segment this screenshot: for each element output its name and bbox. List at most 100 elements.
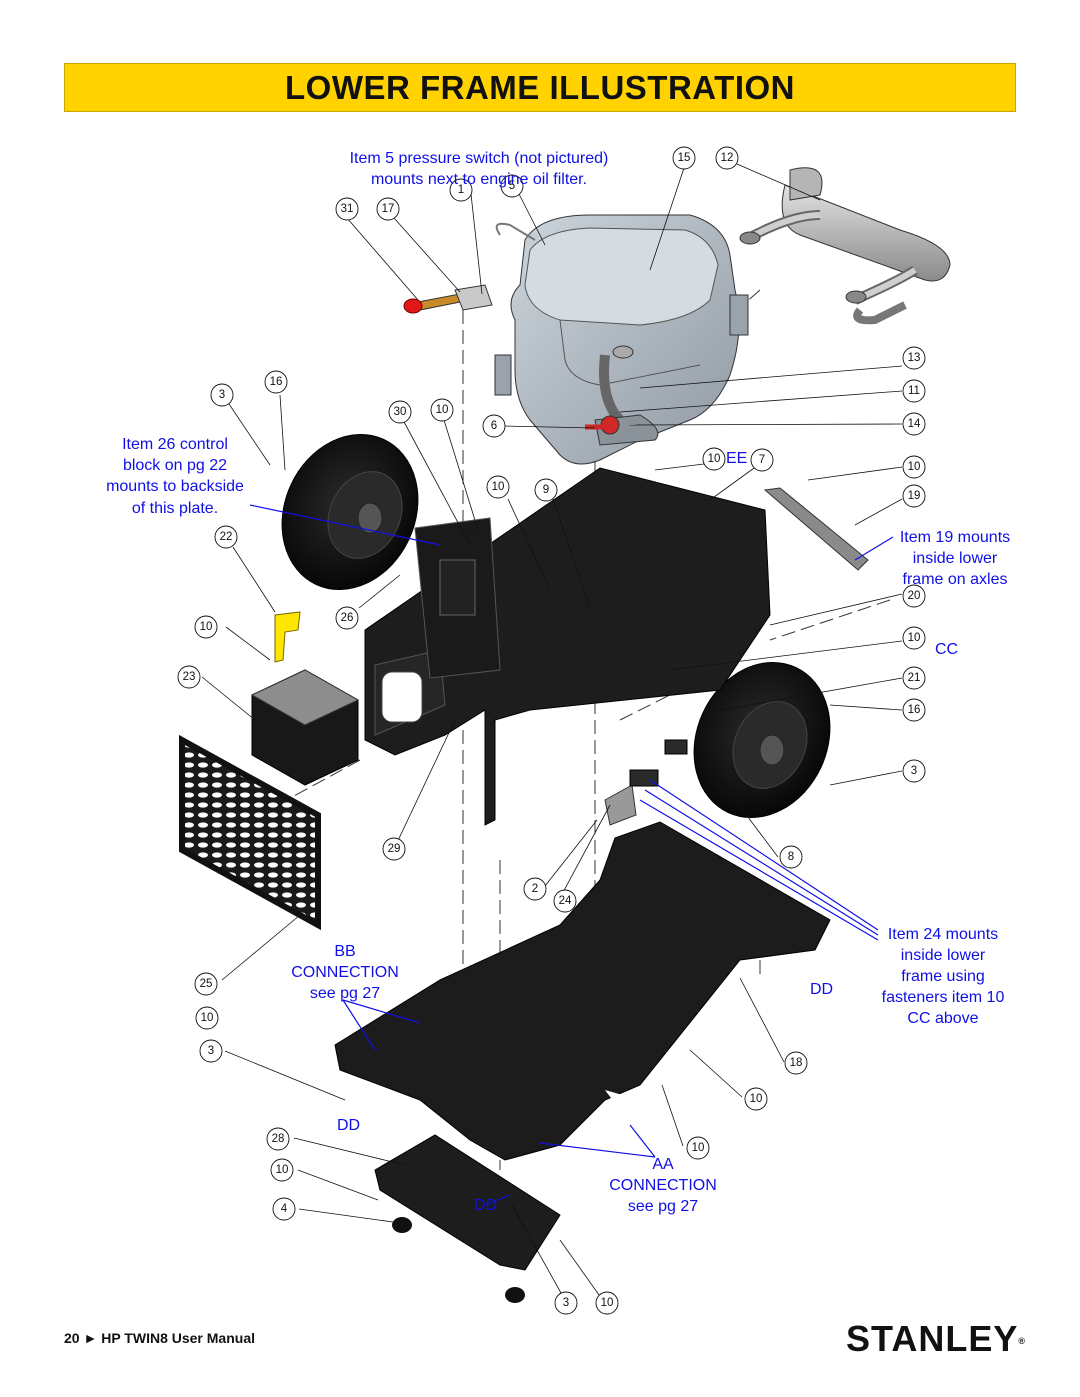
callout-label-c10a: 10 bbox=[436, 404, 449, 416]
mount-bracket bbox=[604, 739, 688, 826]
page-title: LOWER FRAME ILLUSTRATION bbox=[285, 68, 795, 106]
callout-label-c3b: 3 bbox=[911, 765, 917, 777]
callout-circle-c16a bbox=[264, 370, 288, 394]
aa-note-2: CONNECTION bbox=[609, 1177, 717, 1194]
right-wheel bbox=[693, 661, 831, 819]
callout-label-c10k: 10 bbox=[601, 1297, 614, 1309]
control-block-note-2: block on pg 22 bbox=[123, 457, 227, 474]
callout-circle-c10d bbox=[486, 475, 510, 499]
callout-circle-c7 bbox=[750, 448, 774, 472]
callout-circle-c26 bbox=[335, 606, 359, 630]
callout-label-c10j: 10 bbox=[276, 1164, 289, 1176]
callout-label-c8: 8 bbox=[788, 851, 794, 863]
aa-note-1: AA bbox=[652, 1156, 674, 1173]
callout-label-c4: 4 bbox=[281, 1203, 288, 1215]
callout-circle-c12 bbox=[715, 146, 739, 170]
callout-circle-c29 bbox=[382, 837, 406, 861]
callout-label-c25: 25 bbox=[200, 978, 213, 990]
callout-label-c26: 26 bbox=[341, 612, 354, 624]
rubber-feet bbox=[392, 1217, 525, 1303]
callout-circle-c10j bbox=[270, 1158, 294, 1182]
callout-label-c21: 21 bbox=[908, 672, 921, 684]
callout-label-c10b: 10 bbox=[708, 453, 721, 465]
callout-circle-c3d bbox=[554, 1291, 578, 1315]
item19-note-3: frame on axles bbox=[903, 571, 1008, 588]
axle-plate bbox=[763, 487, 869, 571]
title-banner: LOWER FRAME ILLUSTRATION bbox=[64, 63, 1016, 112]
callout-circle-c16b bbox=[902, 698, 926, 722]
callout-label-c10h: 10 bbox=[750, 1093, 763, 1105]
callout-label-c10c: 10 bbox=[908, 461, 921, 473]
bb-note-3: see pg 27 bbox=[310, 985, 380, 1002]
callout-circle-c10f bbox=[902, 626, 926, 650]
callout-circle-c3a bbox=[210, 383, 234, 407]
dd-label-right: DD bbox=[810, 981, 833, 998]
callout-circle-c10a bbox=[430, 398, 454, 422]
callout-circle-c1 bbox=[449, 178, 473, 202]
callout-circle-c11 bbox=[902, 379, 926, 403]
callout-circle-c24 bbox=[553, 889, 577, 913]
dd-label-bottom: DD bbox=[474, 1197, 497, 1214]
callout-circle-c22 bbox=[214, 525, 238, 549]
pressure-switch-note-2: mounts next to engine oil filter. bbox=[371, 171, 587, 188]
callout-label-c28: 28 bbox=[272, 1133, 285, 1145]
callout-circle-c10i bbox=[686, 1136, 710, 1160]
callout-label-c16b: 16 bbox=[908, 704, 921, 716]
callout-label-c23: 23 bbox=[183, 671, 196, 683]
cc-label: CC bbox=[935, 641, 958, 658]
callout-label-c18: 18 bbox=[790, 1057, 803, 1069]
callout-label-c30: 30 bbox=[394, 406, 407, 418]
dd-label-left: DD bbox=[337, 1117, 360, 1134]
control-block-note-1: Item 26 control bbox=[122, 436, 228, 453]
callout-label-c15: 15 bbox=[678, 152, 691, 164]
callout-label-c20: 20 bbox=[908, 590, 921, 602]
pressure-switch-note-1: Item 5 pressure switch (not pictured) bbox=[350, 150, 609, 167]
callout-label-c17: 17 bbox=[382, 203, 395, 215]
manual-title: HP TWIN8 User Manual bbox=[101, 1330, 255, 1346]
callout-circle-c10k bbox=[595, 1291, 619, 1315]
ee-label: EE bbox=[726, 450, 747, 467]
callout-circle-c10g bbox=[195, 1006, 219, 1030]
bb-note-2: CONNECTION bbox=[291, 964, 399, 981]
callout-label-c10i: 10 bbox=[692, 1142, 705, 1154]
item19-note-1: Item 19 mounts bbox=[900, 529, 1010, 546]
callout-label-c3d: 3 bbox=[563, 1297, 569, 1309]
callout-circle-c20 bbox=[902, 584, 926, 608]
throttle-lever bbox=[403, 284, 493, 314]
callout-label-c10e: 10 bbox=[200, 621, 213, 633]
callout-label-c24: 24 bbox=[559, 895, 572, 907]
callout-label-c16a: 16 bbox=[270, 376, 283, 388]
item24-note-3: frame using bbox=[901, 968, 985, 985]
callout-circle-c19 bbox=[902, 484, 926, 508]
leader-lines bbox=[201, 163, 903, 1303]
callout-label-c3c: 3 bbox=[208, 1045, 214, 1057]
callout-label-c1: 1 bbox=[458, 184, 464, 196]
callout-circle-c18 bbox=[784, 1051, 808, 1075]
registered-mark: ® bbox=[1018, 1336, 1026, 1346]
callout-circle-c15 bbox=[672, 146, 696, 170]
callout-label-c7: 7 bbox=[759, 454, 765, 466]
callout-circle-c8 bbox=[779, 845, 803, 869]
callout-circle-c14 bbox=[902, 412, 926, 436]
callout-circle-c9 bbox=[534, 478, 558, 502]
callout-label-c22: 22 bbox=[220, 531, 233, 543]
stanley-logo: STANLEY® bbox=[846, 1318, 1026, 1360]
callout-circle-c10c bbox=[902, 455, 926, 479]
callout-circle-c3c bbox=[199, 1039, 223, 1063]
muffler bbox=[739, 167, 951, 325]
callout-circle-c5 bbox=[500, 174, 524, 198]
callout-circle-c31 bbox=[335, 197, 359, 221]
aa-note-3: see pg 27 bbox=[628, 1198, 698, 1215]
item24-note-2: inside lower bbox=[901, 947, 986, 964]
callout-circle-c3b bbox=[902, 759, 926, 783]
callout-circle-c10e bbox=[194, 615, 218, 639]
footer-arrow-icon: ► bbox=[83, 1330, 98, 1346]
callout-circle-c6 bbox=[482, 414, 506, 438]
bb-note-1: BB bbox=[334, 943, 355, 960]
battery-bracket bbox=[274, 611, 301, 663]
callout-circle-c10h bbox=[744, 1087, 768, 1111]
engine bbox=[494, 214, 749, 465]
battery bbox=[250, 669, 360, 786]
callout-circle-c30 bbox=[388, 400, 412, 424]
note-leaders bbox=[249, 504, 894, 1206]
